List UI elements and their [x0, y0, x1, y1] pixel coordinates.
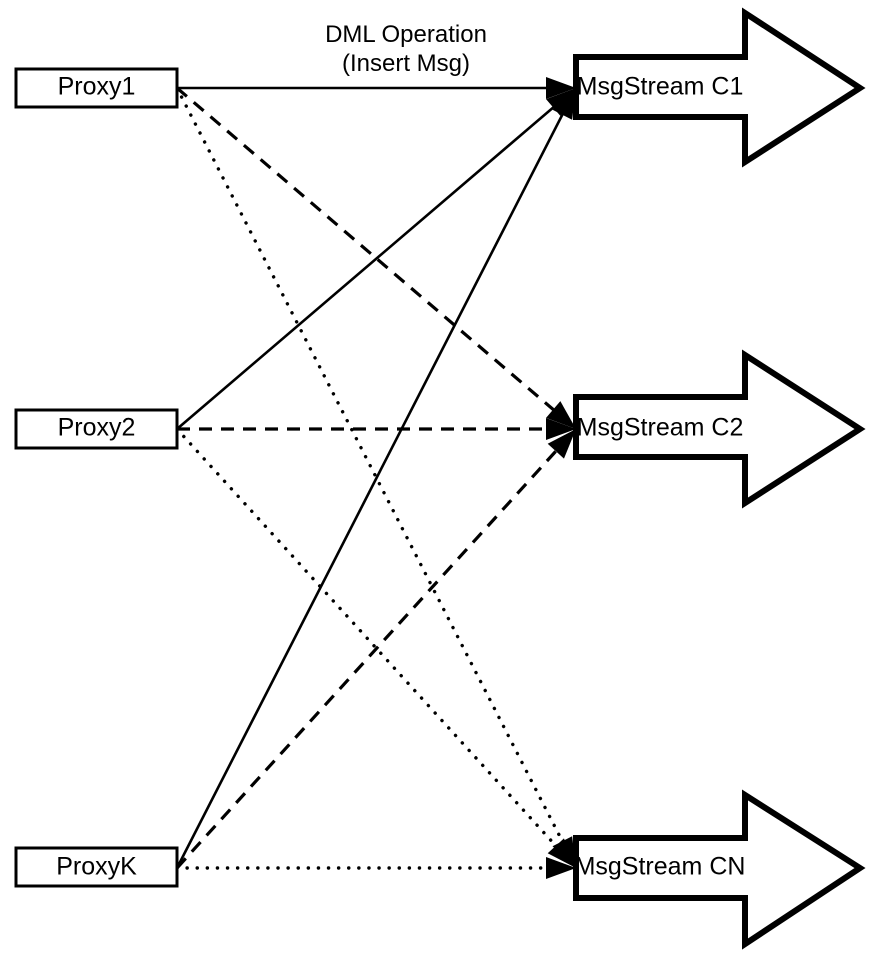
stream-arrow-shape-msgstream_c2 — [573, 349, 866, 509]
edge-label-line1: DML Operation — [325, 21, 487, 48]
connector-proxy1-to-cn — [175, 86, 571, 856]
proxy-proxy2[interactable]: Proxy2 — [14, 408, 179, 450]
connector-proxy1-to-c2 — [175, 86, 565, 420]
stream-msgstream_cn[interactable]: MsgStream CN — [573, 789, 866, 950]
streams-layer: MsgStream C1 MsgStream C2 MsgStream CN — [573, 7, 866, 950]
proxy-box-proxyk — [14, 846, 179, 888]
stream-label-msgstream_c1: MsgStream C1 — [577, 73, 744, 101]
stream-msgstream_c2[interactable]: MsgStream C2 — [573, 349, 866, 509]
proxy-label-proxy1: Proxy1 — [58, 73, 136, 101]
connector-proxyk-to-c2 — [175, 440, 567, 870]
arrowhead-proxyk-to-cn — [546, 857, 576, 879]
proxy-box-proxy1 — [14, 67, 179, 109]
connector-proxy2-to-c1 — [176, 97, 565, 430]
connector-proxyk-to-c1 — [175, 102, 570, 869]
connections-layer — [175, 86, 571, 870]
arrowhead-proxy2-to-c2 — [546, 418, 576, 440]
stream-arrow-shape-msgstream_c1 — [573, 7, 866, 168]
arrowhead-proxy2-to-cn — [547, 838, 576, 868]
proxy-proxyk[interactable]: ProxyK — [14, 846, 179, 888]
proxy-proxy1[interactable]: Proxy1 — [14, 67, 179, 109]
stream-label-msgstream_c2: MsgStream C2 — [577, 414, 744, 442]
stream-msgstream_c1[interactable]: MsgStream C1 — [573, 7, 866, 168]
proxy-box-proxy2 — [14, 408, 179, 450]
edge-label-dml-operation: DML Operation (Insert Msg) — [325, 21, 487, 77]
proxy-label-proxyk: ProxyK — [56, 853, 137, 881]
arrowhead-proxy1-to-c2 — [546, 401, 576, 429]
connector-proxy2-to-cn — [175, 427, 567, 858]
proxy-label-proxy2: Proxy2 — [58, 414, 136, 442]
arrowhead-proxyk-to-c2 — [547, 429, 576, 459]
stream-arrow-shape-msgstream_cn — [573, 789, 866, 950]
arrowheads-layer — [546, 77, 576, 879]
stream-label-msgstream_cn: MsgStream CN — [575, 853, 746, 881]
arrowhead-proxyk-to-c1 — [552, 88, 576, 120]
arrowhead-proxy1-to-c1 — [546, 77, 576, 99]
edge-label-line2: (Insert Msg) — [342, 50, 470, 77]
